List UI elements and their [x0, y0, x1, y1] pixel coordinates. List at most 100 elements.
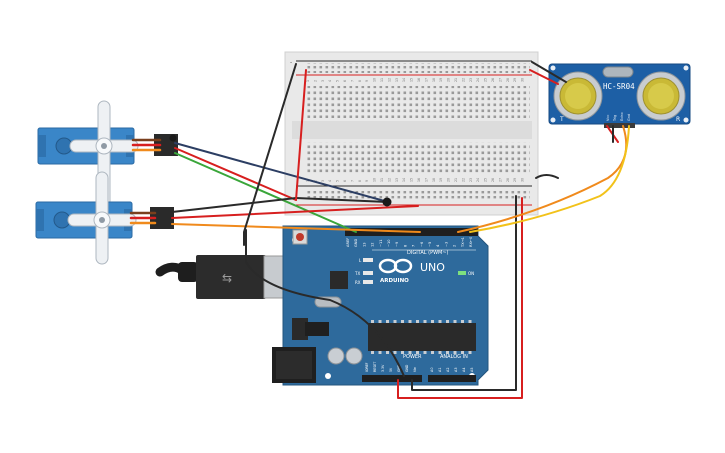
terminal-strip-bottom [306, 142, 530, 174]
breadboard-column-number: 5 [336, 80, 340, 82]
chip-pin [461, 351, 464, 354]
digital-pin-label: 7 [412, 245, 416, 247]
breadboard-column-number: 24 [476, 178, 480, 182]
breadboard-column-number: 3 [321, 80, 325, 82]
board-brand: ARDUINO [380, 278, 409, 284]
chip-pin [371, 351, 374, 354]
breadboard-column-number: 12 [387, 178, 391, 182]
breadboard-column-number: 4 [328, 80, 332, 82]
power-pin-label: GND [405, 364, 409, 372]
chip-pin [438, 351, 442, 354]
breadboard-column-number: 23 [469, 78, 473, 82]
digital-pin-label: ~5 [428, 242, 432, 247]
wire-red-5v [397, 197, 523, 399]
power-rail-top [306, 63, 530, 73]
breadboard-column-number: 7 [350, 80, 354, 82]
wire-sensor-vcc-bus [529, 69, 559, 85]
wire-servo1-vcc-red [174, 147, 297, 201]
chip-pin [416, 351, 419, 354]
digital-pin-label: 2 [453, 245, 457, 247]
chip-pin [446, 320, 449, 323]
wire-black-gnd [411, 195, 517, 391]
chip-pin [423, 351, 427, 354]
analog-pin-label: A4 [462, 368, 466, 372]
chip-pin [408, 351, 412, 354]
breadboard-column-number: 10 [373, 178, 377, 182]
breadboard-column-number: 1 [306, 180, 310, 182]
breadboard-column-number: 5 [336, 180, 340, 182]
breadboard-column-number: 30 [521, 178, 525, 182]
breadboard-column-number: 13 [395, 78, 399, 82]
breadboard-column-number: 14 [402, 178, 406, 182]
sensor-mark-r: R [676, 116, 680, 123]
chip-pin [386, 320, 389, 323]
voltage-regulator [292, 318, 308, 340]
board-model: UNO [420, 261, 445, 274]
wire-red-left-bus [295, 69, 307, 201]
chip-pin [468, 351, 472, 354]
digital-pin-label: 12 [371, 242, 375, 247]
usb-icon: ⇆ [222, 271, 232, 285]
analog-label: ANALOG IN [440, 354, 468, 360]
usb-chip [330, 271, 348, 289]
wire-sensor-echo-yellow [469, 125, 630, 233]
chip-pin [371, 320, 374, 323]
digital-label: DIGITAL (PWM~) [407, 250, 449, 256]
breadboard-column-number: 28 [506, 78, 510, 82]
chip-pin [423, 320, 427, 323]
led-tx-label: TX [354, 271, 360, 276]
chip-pin [393, 320, 397, 323]
breadboard-column-number: 9 [365, 180, 369, 182]
wire-black-to-gnd [245, 229, 405, 377]
sensor-pin-label: Gnd [627, 114, 631, 121]
breadboard-column-number: 2 [313, 80, 317, 82]
chip-pin [401, 320, 404, 323]
power-pin-label: GND [397, 364, 401, 372]
sensor-pin-label: Trig [613, 115, 617, 122]
chip-pin [446, 351, 449, 354]
wire-black-left-bus [243, 63, 297, 246]
receiver-transducer [636, 71, 686, 121]
chip-pin [431, 351, 434, 354]
digital-pin-label: ~6 [420, 241, 424, 247]
analog-header [428, 375, 476, 382]
chip-pin [461, 320, 464, 323]
chip-pin [401, 351, 404, 354]
breadboard-column-number: 29 [513, 78, 517, 82]
breadboard-column-number: 26 [491, 78, 495, 82]
breadboard-column-number: 24 [476, 78, 480, 82]
breadboard-column-number: 15 [410, 78, 414, 82]
analog-pin-label: A5 [470, 368, 474, 372]
sensor-name: HC-SR04 [603, 82, 635, 91]
power-rail-bottom [306, 190, 530, 200]
led-rx-label: RX [355, 280, 361, 285]
chip-pin [438, 320, 442, 323]
breadboard-column-number: 19 [439, 78, 443, 82]
power-pin-label: 3.3V [381, 364, 385, 372]
breadboard-column-number: 16 [417, 178, 421, 182]
breadboard-column-number: 20 [447, 178, 451, 182]
capacitor [345, 347, 363, 365]
breadboard-column-number: 30 [521, 78, 525, 82]
wire-gnd-rail [295, 197, 389, 203]
chip-pin [393, 351, 397, 354]
breadboard-column-number: 28 [506, 178, 510, 182]
digital-pin-label: ~3 [444, 242, 448, 247]
digital-pin-label: 13 [362, 242, 366, 247]
breadboard-column-number: 17 [424, 78, 428, 82]
wire-servo2-gnd-black [171, 197, 297, 213]
power-header [362, 375, 422, 382]
sensor-mark-t: T [559, 116, 564, 123]
breadboard-column-number: 18 [432, 78, 436, 82]
digital-pin-label: RX←0 [469, 236, 473, 247]
digital-pin-label: 8 [403, 244, 407, 247]
led-rx [363, 280, 373, 284]
led-on [458, 271, 466, 275]
breadboard-column-number: 8 [358, 180, 362, 182]
power-pin-label: Vin [413, 367, 417, 372]
chip-pin [416, 320, 419, 323]
